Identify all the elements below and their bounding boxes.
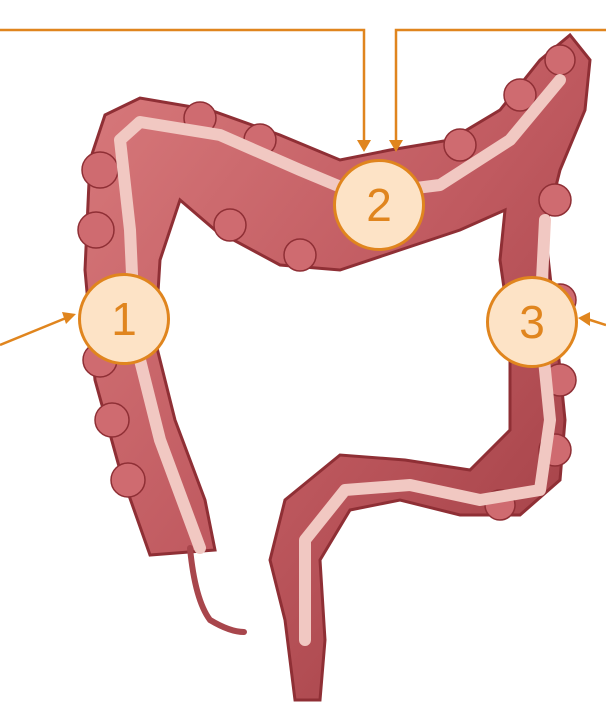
marker-number: 2 [366,178,392,232]
marker-number: 1 [111,292,137,346]
label-marker-3: 3 [486,276,578,368]
marker-number: 3 [519,295,545,349]
label-marker-1: 1 [78,273,170,365]
label-marker-2: 2 [333,159,425,251]
appendix [190,548,244,632]
